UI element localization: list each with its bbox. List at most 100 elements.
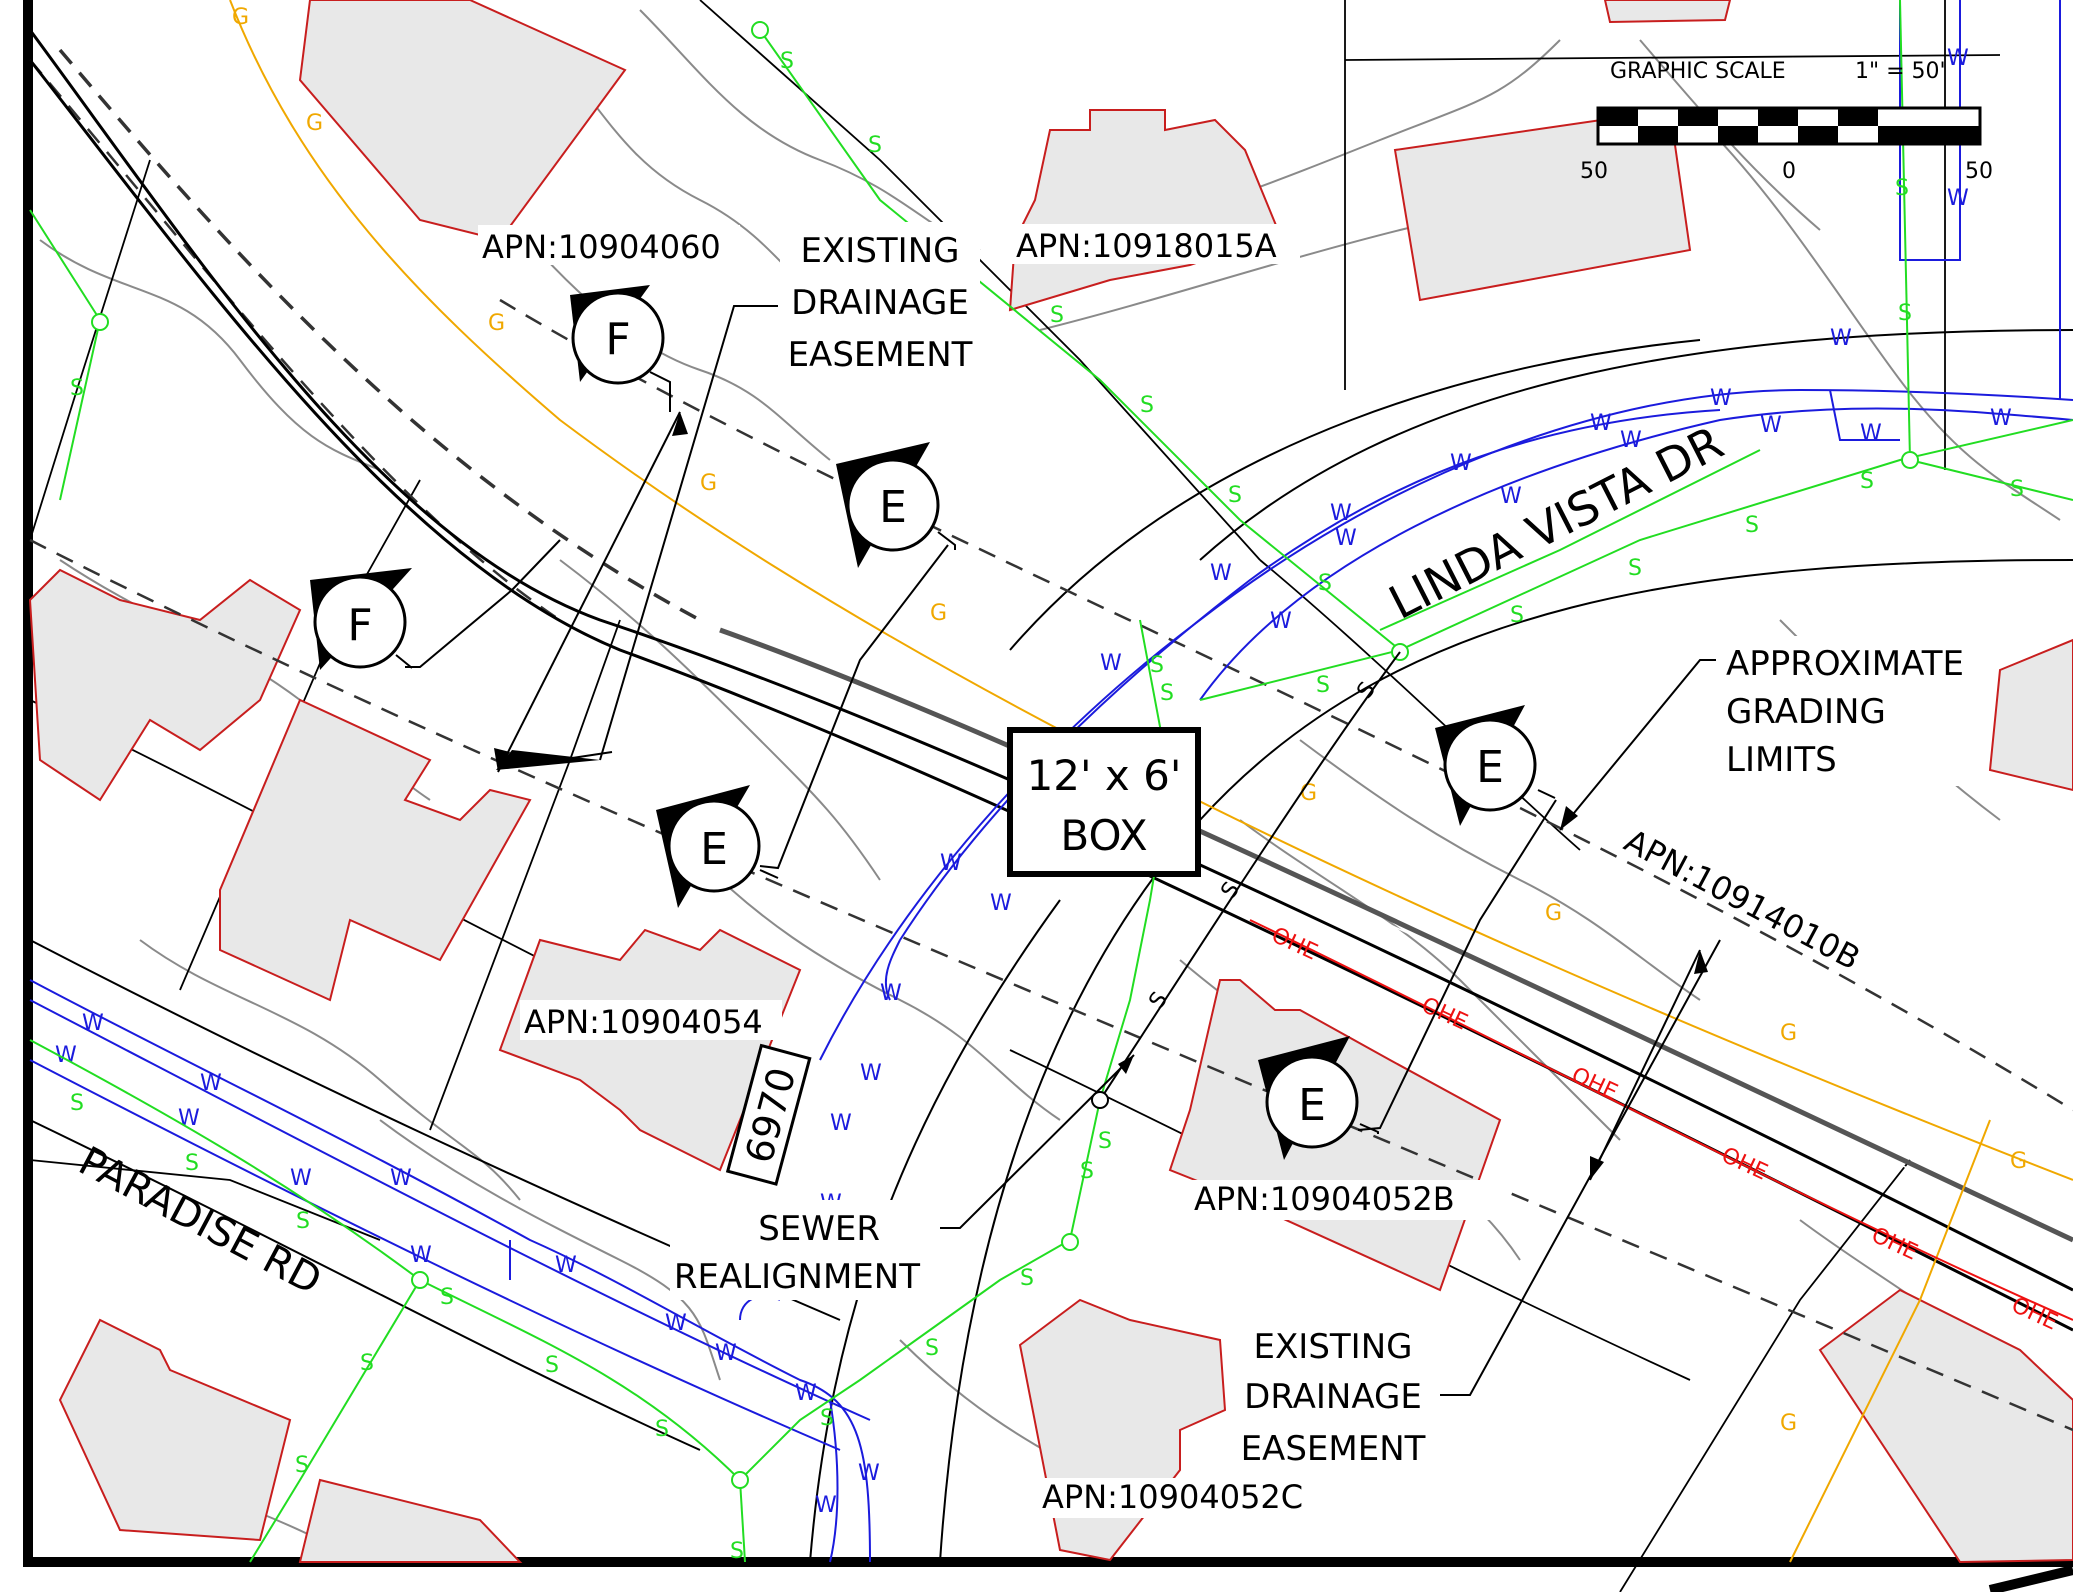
sewer-label: S [820,1406,834,1431]
sewer-label: S [1150,653,1164,678]
street-name-linda-vista: LINDA VISTA DR [1380,415,1731,630]
water-label: W [795,1381,817,1406]
gas-label: G [232,5,249,30]
section-marker-f-upper: F [570,285,671,412]
water-label: W [1760,413,1782,438]
callout-text: EXISTING [801,231,960,271]
overhead-label: OHE [1867,1223,1921,1266]
overhead-label: OHE [1567,1063,1621,1106]
overhead-label: OHE [1417,993,1471,1036]
overhead-label: OHE [1267,923,1321,966]
callout-text: GRADING [1726,692,1886,732]
box-type: BOX [1060,811,1147,860]
gas-label: G [1780,1411,1797,1436]
sewer-label: S [925,1336,939,1361]
sewer-label: S [1745,513,1759,538]
water-label: W [860,1061,882,1086]
section-letter-e: E [1476,742,1504,793]
street-name-paradise: PARADISE RD [71,1138,328,1304]
section-letter-e: E [879,482,907,533]
section-letter-f: F [605,314,630,365]
section-letter-e: E [1298,1080,1326,1131]
sewer-label: S [1228,483,1242,508]
sewer-label: S [1318,571,1332,596]
parcel-label-10904052c: APN:10904052C [1042,1478,1303,1516]
callout-text: APPROXIMATE [1726,644,1964,684]
water-label: W [1710,386,1732,411]
callout-text: EXISTING [1254,1327,1413,1367]
callout-text: EASEMENT [1241,1429,1426,1469]
water-label: W [665,1311,687,1336]
easement-lines [29,48,2073,1432]
water-label: W [555,1253,577,1278]
sewer-label: S [1898,301,1912,326]
gas-label: G [1545,901,1562,926]
gas-label: G [700,471,717,496]
water-label: W [390,1166,412,1191]
box-culvert-label: 12' x 6' BOX [1007,727,1201,877]
sewer-label: S [1216,878,1244,904]
sewer-label: S [730,1539,744,1564]
water-label: W [715,1341,737,1366]
overhead-label: OHE [1717,1143,1771,1186]
callout-drainage-easement-top: EXISTING DRAINAGE EASEMENT [494,222,980,773]
water-label: W [1620,428,1642,453]
water-label: W [1590,411,1612,436]
callout-text: SEWER [758,1209,880,1249]
section-marker-f-lower: F [310,568,413,670]
sewer-label: S [360,1351,374,1376]
section-marker-e-1: E [836,442,956,568]
gas-label: G [488,311,505,336]
graphic-scale: GRAPHIC SCALE 1" = 50' 50 0 50 [1580,59,1993,184]
gas-label: G [930,601,947,626]
sewer-label: S [780,49,794,74]
sewer-label: S [70,1091,84,1116]
gas-line: G G G G G G G G G G [229,0,2073,1563]
callout-text: DRAINAGE [791,283,969,323]
water-label: W [1330,501,1352,526]
scale-title: GRAPHIC SCALE [1610,59,1786,84]
water-label: W [1270,609,1292,634]
gas-label: G [1780,1021,1797,1046]
address-marker: 6970 [725,1043,812,1186]
water-label: W [815,1493,837,1518]
callout-sewer-realignment: SEWER REALIGNMENT [670,1054,1135,1300]
parcel-label-10914010b: APN:10914010B [1618,822,1866,978]
section-letter-e: E [700,824,728,875]
overhead-label: OHE [2007,1293,2061,1336]
parcel-label-10918015a: APN:10918015A [1016,227,1277,265]
section-marker-e-3: E [1435,705,1556,826]
scale-tick-right: 50 [1965,159,1993,184]
water-label: W [410,1243,432,1268]
parcel-label-10904054: APN:10904054 [524,1003,763,1041]
sewer-label: S [440,1285,454,1310]
scale-tick-zero: 0 [1782,159,1796,184]
sewer-label: S [655,1417,669,1442]
water-label: W [940,851,962,876]
sewer-label: S [1098,1129,1112,1154]
sewer-label: S [2010,477,2024,502]
box-size: 12' x 6' [1027,751,1182,800]
sewer-label: S [1020,1266,1034,1291]
callout-grading-limits: APPROXIMATE GRADING LIMITS [1559,636,1987,831]
water-label: W [290,1166,312,1191]
callout-text: DRAINAGE [1244,1377,1422,1417]
scale-ratio: 1" = 50' [1855,59,1946,84]
callout-drainage-easement-bottom: EXISTING DRAINAGE EASEMENT [1230,939,1721,1470]
water-label: W [82,1011,104,1036]
water-label: W [200,1071,222,1096]
water-lines: W W W W W W W W W W W W W W W W W W W W … [29,0,2073,1563]
gas-label: G [306,111,323,136]
sewer-label: S [545,1353,559,1378]
sewer-label: S [1510,603,1524,628]
water-label: W [1947,46,1969,71]
sheet-border [23,0,2073,1592]
water-label: W [1860,421,1882,446]
sewer-label: S [185,1151,199,1176]
section-cut-leaders [405,539,1557,1131]
water-label: W [1500,484,1522,509]
sewer-label: S [1860,469,1874,494]
sewer-label: S [1628,556,1642,581]
sewer-label: S [1140,393,1154,418]
